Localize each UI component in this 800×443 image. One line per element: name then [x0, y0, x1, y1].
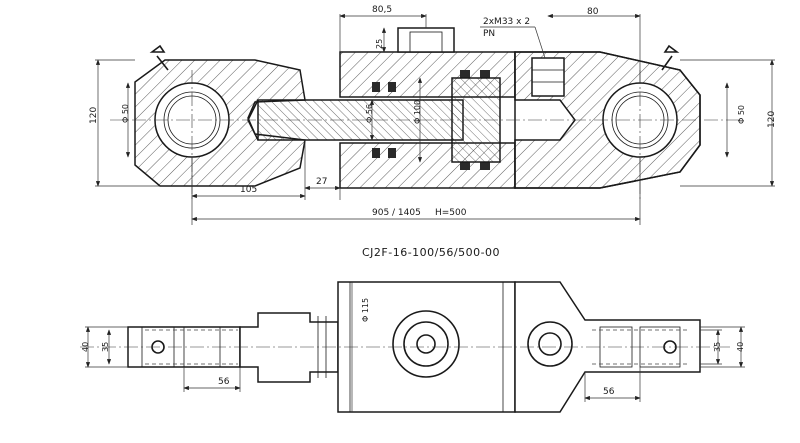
- dim-left-eye-dia: Φ 50: [121, 104, 130, 123]
- grease-nipple-left: [149, 44, 169, 71]
- dim-port-offset: 80,5: [372, 5, 392, 15]
- dim-gland-len: 27: [316, 177, 327, 187]
- dim-left-height: 120: [89, 107, 99, 124]
- dim-port-type: PN: [483, 29, 495, 39]
- dim-right-height: 120: [767, 111, 777, 128]
- dim-bore-dia: Φ 100: [413, 100, 422, 124]
- dim-bl-56: 56: [218, 377, 230, 387]
- grease-nipple-right: [661, 44, 680, 71]
- side-dimensions: Φ 115 40 35 56 35 40 56: [81, 282, 745, 412]
- end-port-side: [527, 321, 573, 367]
- section-view: [110, 27, 740, 200]
- port-flange: [392, 310, 460, 378]
- dim-tube-dia: Φ 115: [361, 298, 370, 322]
- end-cap-side: [514, 281, 701, 413]
- dim-br-56: 56: [603, 387, 615, 397]
- dim-overall: 905 / 1405: [372, 208, 421, 218]
- rod-side: [239, 312, 339, 383]
- dim-eye-len: 105: [240, 185, 257, 195]
- dim-br-35: 35: [713, 342, 722, 352]
- top-dimensions: 80,5 25 2xM33 x 2 PN 80 120 Φ 50 Φ 56 Φ …: [89, 5, 777, 225]
- dim-end-port-offset: 80: [587, 7, 599, 17]
- dim-port-thread: 2xM33 x 2: [483, 17, 530, 27]
- dim-port-height: 25: [375, 39, 384, 49]
- side-view: [80, 281, 730, 413]
- dim-bl-40: 40: [81, 342, 90, 352]
- dim-rod-dia: Φ 56: [365, 104, 374, 123]
- dim-stroke: H=500: [435, 208, 467, 218]
- dim-right-eye-dia: Φ 50: [737, 105, 746, 124]
- end-port: [531, 57, 565, 97]
- dim-br-40: 40: [736, 342, 745, 352]
- gland-seals: [372, 70, 490, 170]
- port-boss: [397, 27, 455, 53]
- drawing-title: CJ2F-16-100/56/500-00: [362, 246, 500, 259]
- dim-bl-35: 35: [101, 342, 110, 352]
